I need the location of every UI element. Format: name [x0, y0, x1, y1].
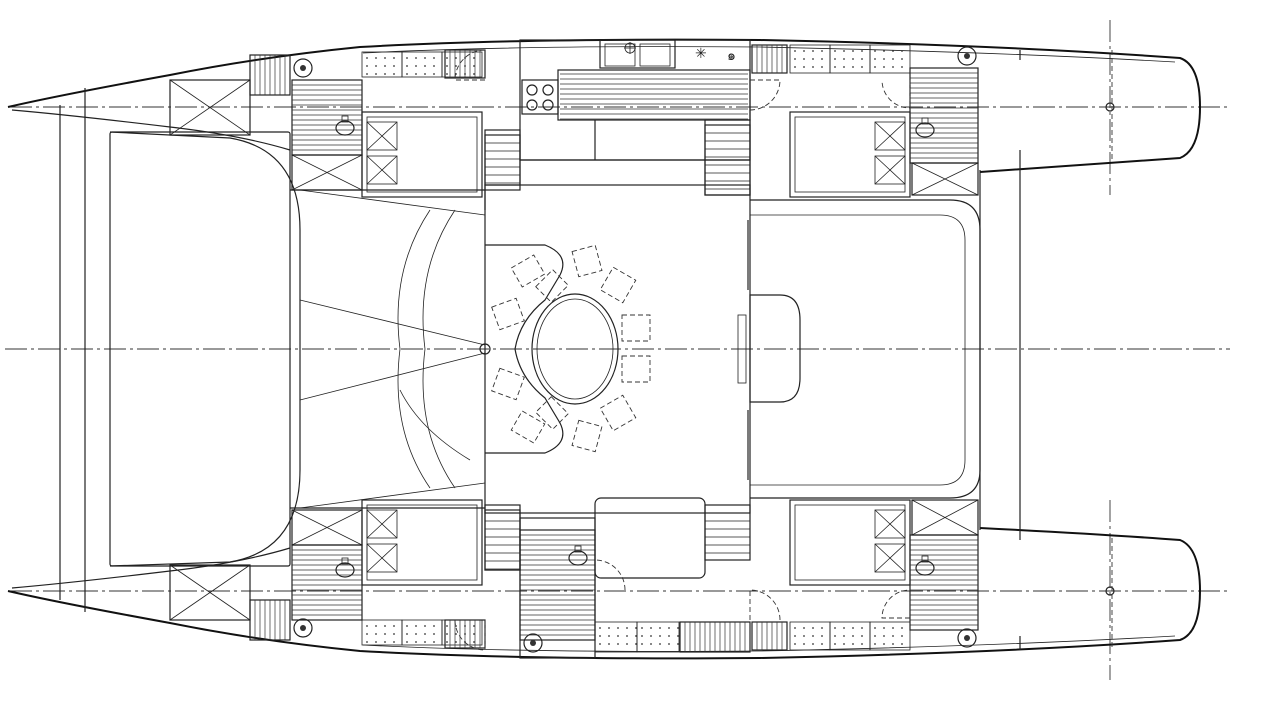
door-swing — [881, 589, 911, 619]
winch-icon — [523, 633, 543, 653]
toilet-icon — [568, 545, 588, 566]
lockers-c — [789, 44, 911, 74]
crossed-box-3 — [911, 162, 979, 196]
galley: ✳ ๑ — [484, 39, 751, 196]
crossed-box-5 — [169, 79, 251, 136]
head-4 — [909, 534, 979, 631]
cabin-aft-stbd — [789, 499, 911, 586]
crossed-box-4 — [911, 499, 979, 536]
slat-panel-3 — [751, 44, 788, 74]
lockers-e — [594, 621, 680, 653]
winch-icon — [957, 628, 977, 648]
pillow — [874, 543, 906, 573]
door-swing — [881, 79, 911, 109]
crossed-box-1 — [291, 154, 363, 191]
steps-2 — [704, 124, 751, 196]
crossed-box-2 — [291, 509, 363, 546]
dining-chairs — [491, 244, 651, 453]
asterisk-icon: ✳ — [695, 45, 707, 61]
pillow — [366, 155, 398, 185]
sink-icon — [624, 42, 636, 54]
toilet-icon — [335, 115, 355, 136]
cabins — [169, 44, 979, 653]
fore-deck — [109, 131, 491, 567]
slat-panel-5 — [751, 621, 788, 651]
head-2 — [291, 544, 363, 621]
door-swing — [454, 619, 486, 651]
lower-centre — [484, 497, 706, 659]
slat-panel-2 — [444, 619, 486, 649]
pillow — [874, 121, 906, 151]
slat-panel-6 — [249, 54, 291, 96]
slat-panel-4 — [679, 621, 751, 653]
slat-panel-1 — [444, 49, 486, 79]
head-3 — [909, 67, 979, 164]
slat-panel-7 — [249, 599, 291, 641]
lockers-d — [789, 621, 911, 651]
winch-icon — [293, 618, 313, 638]
door-swing — [454, 49, 486, 81]
spiral-icon: ๑ — [727, 47, 736, 63]
aft-section — [979, 50, 1115, 650]
steps-4 — [704, 504, 751, 561]
cabin-fwd-port — [361, 111, 483, 198]
steps-3 — [484, 504, 521, 571]
pillow — [366, 509, 398, 539]
lockers-b — [361, 619, 483, 646]
door-swing — [749, 79, 781, 111]
cabin-aft-port — [789, 111, 911, 198]
pillow — [874, 509, 906, 539]
pillow — [366, 121, 398, 151]
stove-icon — [521, 79, 559, 115]
steps-1 — [484, 134, 521, 186]
pillow — [366, 543, 398, 573]
door-swing — [594, 559, 626, 591]
winch-icon — [293, 58, 313, 78]
door-swing — [749, 589, 781, 621]
winch-icon — [957, 46, 977, 66]
head-5 — [519, 529, 596, 641]
toilet-icon — [335, 557, 355, 578]
cabin-fwd-stbd — [361, 499, 483, 586]
toilet-icon — [915, 117, 935, 138]
lockers-a — [361, 51, 483, 78]
pillow — [874, 155, 906, 185]
saloon — [484, 184, 981, 514]
toilet-icon — [915, 555, 935, 576]
head-1 — [291, 79, 363, 156]
crossed-box-6 — [169, 564, 251, 621]
